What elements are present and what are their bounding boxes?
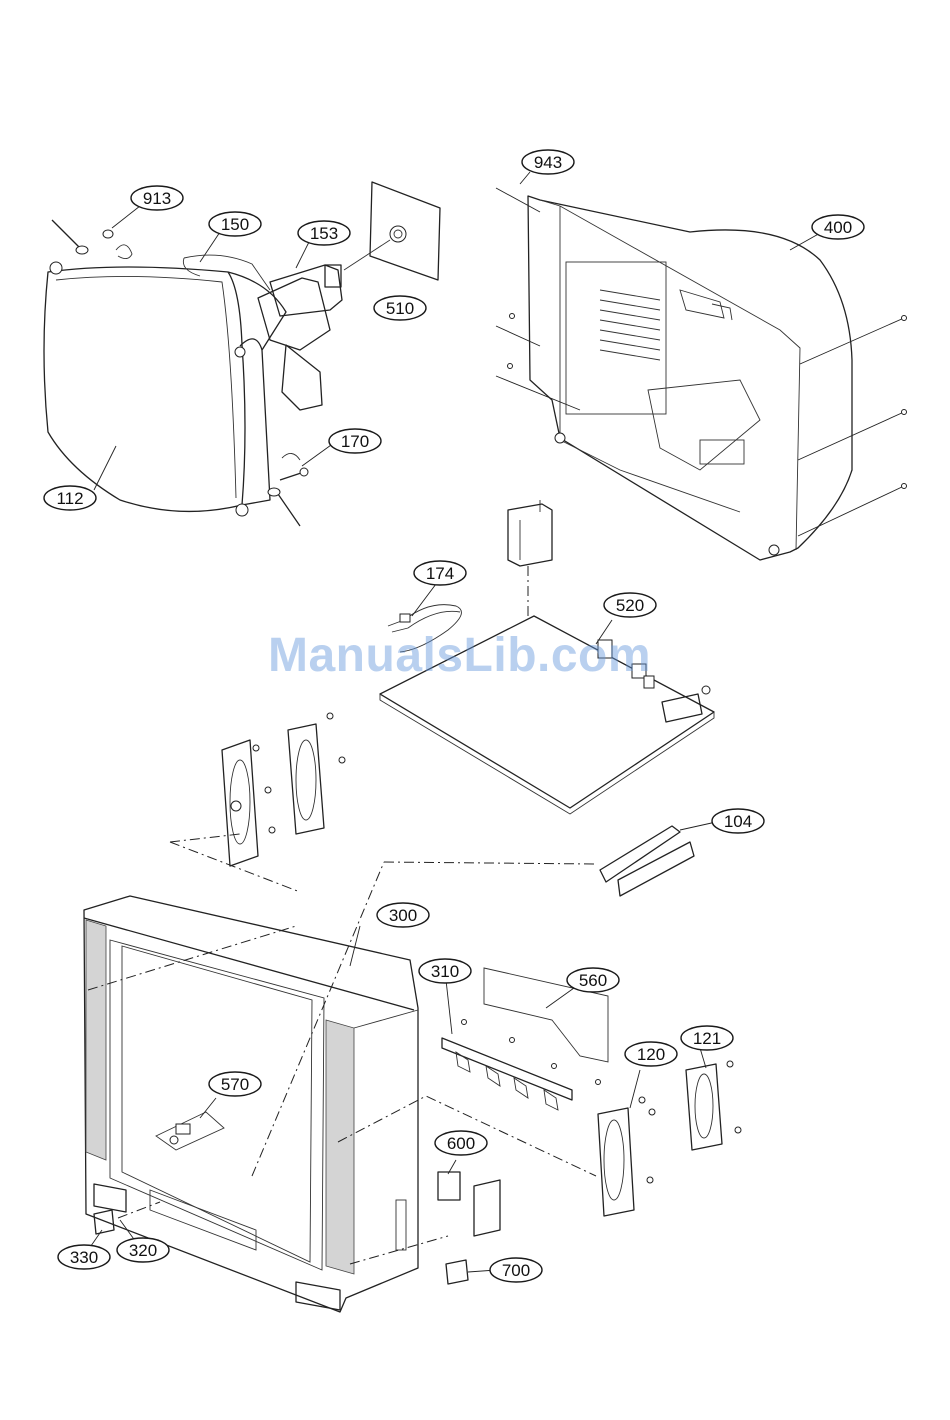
callout-600: 600 — [435, 1131, 487, 1155]
svg-text:400: 400 — [824, 218, 852, 237]
svg-text:112: 112 — [56, 489, 83, 508]
svg-text:150: 150 — [221, 215, 249, 234]
callout-300: 300 — [377, 903, 429, 927]
svg-text:600: 600 — [447, 1134, 475, 1153]
callout-150: 150 — [209, 212, 261, 236]
watermark: ManualsLib.com — [268, 628, 651, 683]
svg-text:170: 170 — [341, 432, 369, 451]
callout-943: 943 — [522, 150, 574, 174]
callout-560: 560 — [567, 968, 619, 992]
svg-text:560: 560 — [579, 971, 607, 990]
svg-text:153: 153 — [310, 224, 338, 243]
svg-text:700: 700 — [502, 1261, 530, 1280]
callout-400: 400 — [812, 215, 864, 239]
svg-text:104: 104 — [724, 812, 752, 831]
screw-913 — [52, 220, 132, 259]
svg-text:943: 943 — [534, 153, 562, 172]
speaker-120 — [598, 1070, 655, 1216]
svg-text:510: 510 — [386, 299, 414, 318]
speaker-left-pair — [170, 713, 345, 892]
callout-570: 570 — [209, 1072, 261, 1096]
side-rails — [384, 822, 716, 896]
svg-text:300: 300 — [389, 906, 417, 925]
callout-700: 700 — [490, 1258, 542, 1282]
callout-120: 120 — [625, 1042, 677, 1066]
callout-320: 320 — [117, 1238, 169, 1262]
svg-text:913: 913 — [143, 189, 171, 208]
callout-121: 121 — [681, 1026, 733, 1050]
part-330 — [94, 1210, 114, 1234]
inner-board-570 — [156, 1098, 224, 1150]
svg-text:120: 120 — [637, 1045, 665, 1064]
callout-310: 310 — [419, 959, 471, 983]
svg-text:174: 174 — [426, 564, 454, 583]
neck-board-510 — [344, 182, 440, 280]
flyback-transformer — [508, 500, 552, 616]
callout-153: 153 — [298, 221, 350, 245]
callout-170: 170 — [329, 429, 381, 453]
picture-tube — [44, 255, 342, 516]
svg-text:330: 330 — [70, 1248, 98, 1267]
svg-text:520: 520 — [616, 596, 644, 615]
callout-520: 520 — [604, 593, 656, 617]
part-600 — [438, 1160, 500, 1236]
callout-104: 104 — [712, 809, 764, 833]
callout-510: 510 — [374, 296, 426, 320]
speaker-121 — [686, 1061, 741, 1150]
svg-text:320: 320 — [129, 1241, 157, 1260]
part-700 — [446, 1260, 496, 1284]
back-cover-screws — [496, 188, 907, 536]
back-cover — [528, 196, 852, 560]
svg-text:121: 121 — [693, 1029, 721, 1048]
callout-330: 330 — [58, 1245, 110, 1269]
svg-text:310: 310 — [431, 962, 459, 981]
screw-bottom-right-tube — [268, 468, 308, 526]
callout-112: 112 — [44, 486, 96, 510]
control-board-310 — [442, 1020, 601, 1111]
callout-913: 913 — [131, 186, 183, 210]
callout-174: 174 — [414, 561, 466, 585]
svg-text:570: 570 — [221, 1075, 249, 1094]
